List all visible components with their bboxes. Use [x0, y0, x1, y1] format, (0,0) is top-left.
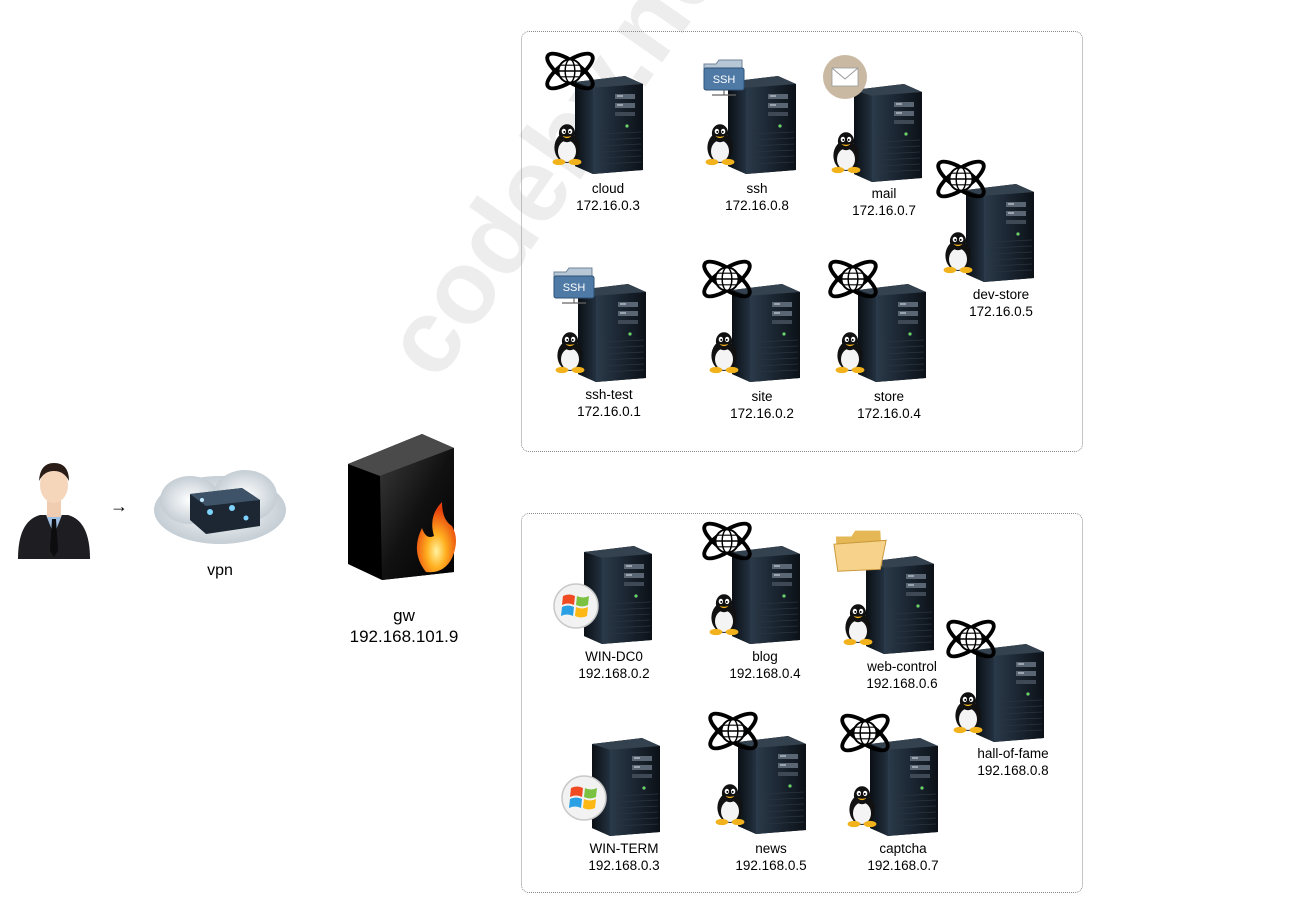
linux-icon — [840, 602, 876, 646]
web-icon — [932, 154, 990, 204]
user-avatar — [14, 455, 94, 559]
web-icon — [698, 516, 756, 566]
server-name: ssh — [746, 181, 768, 196]
server-name: captcha — [879, 841, 927, 856]
server-blog — [700, 538, 810, 648]
linux-icon — [706, 330, 742, 374]
server-news — [706, 728, 816, 838]
network-zone-192 — [521, 513, 1083, 893]
server-web-control — [834, 548, 944, 658]
server-name: ssh-test — [585, 387, 633, 402]
server-label: news 192.168.0.5 — [735, 840, 806, 874]
server-ip: 172.16.0.3 — [576, 198, 640, 213]
folder-icon — [832, 526, 890, 574]
server-label: blog 192.168.0.4 — [729, 648, 800, 682]
server-name: blog — [752, 649, 778, 664]
server-name: hall-of-fame — [977, 746, 1049, 761]
linux-icon — [950, 690, 986, 734]
server-ip: 172.16.0.4 — [857, 406, 921, 421]
server-captcha — [838, 730, 948, 840]
server-WIN-DC0 — [552, 538, 662, 648]
web-icon — [942, 614, 1000, 664]
firewall-icon — [348, 434, 456, 580]
server-cloud — [543, 68, 653, 178]
server-name: store — [873, 389, 904, 404]
server-ssh: SSH — [696, 68, 806, 178]
ssh-icon: SSH — [552, 266, 596, 304]
vpn-cloud-icon — [154, 470, 286, 544]
web-icon — [698, 254, 756, 304]
server-name: web-control — [867, 659, 937, 674]
server-name: WIN-DC0 — [585, 649, 643, 664]
server-WIN-TERM — [560, 730, 670, 840]
server-label: dev-store 172.16.0.5 — [969, 286, 1033, 320]
web-icon — [541, 46, 599, 96]
businessman-icon — [18, 463, 90, 559]
server-ip: 192.168.0.3 — [588, 858, 660, 873]
server-ip: 172.16.0.1 — [577, 404, 641, 419]
server-label: store 172.16.0.4 — [857, 388, 921, 422]
server-ip: 172.16.0.2 — [730, 406, 794, 421]
gw-ip: 192.168.101.9 — [349, 627, 459, 646]
server-ip: 172.16.0.7 — [852, 203, 916, 218]
linux-icon — [712, 782, 748, 826]
server-label: ssh-test 172.16.0.1 — [577, 386, 641, 420]
server-hall-of-fame — [944, 636, 1054, 746]
server-ip: 192.168.0.2 — [578, 666, 650, 681]
ssh-badge-text: SSH — [563, 282, 586, 294]
ssh-icon: SSH — [702, 58, 746, 96]
server-ip: 192.168.0.4 — [729, 666, 801, 681]
linux-icon — [828, 130, 864, 174]
server-ssh-test: SSH — [546, 276, 656, 386]
server-name: news — [755, 841, 787, 856]
web-icon — [704, 706, 762, 756]
server-label: ssh 172.16.0.8 — [725, 180, 789, 214]
server-ip: 192.168.0.7 — [867, 858, 939, 873]
server-name: dev-store — [972, 287, 1030, 302]
server-label: cloud 172.16.0.3 — [576, 180, 640, 214]
gw-name: gw — [393, 606, 415, 625]
web-icon — [836, 708, 894, 758]
server-dev-store — [934, 176, 1044, 286]
server-ip: 192.168.0.5 — [735, 858, 807, 873]
gw-label: gw 192.168.101.9 — [350, 605, 459, 647]
linux-icon — [844, 784, 880, 828]
network-zone-172 — [521, 31, 1083, 452]
vpn-label: vpn — [207, 562, 233, 579]
windows-icon — [560, 774, 608, 822]
server-store — [826, 276, 936, 386]
gw-node — [346, 432, 462, 582]
server-name: WIN-TERM — [589, 841, 659, 856]
server-label: site 172.16.0.2 — [730, 388, 794, 422]
server-label: mail 172.16.0.7 — [852, 185, 916, 219]
arrow-user-to-vpn: → — [110, 496, 128, 516]
server-ip: 172.16.0.5 — [969, 304, 1033, 319]
web-icon — [824, 254, 882, 304]
linux-icon — [549, 122, 585, 166]
linux-icon — [702, 122, 738, 166]
server-label: WIN-DC0 192.168.0.2 — [578, 648, 649, 682]
server-label: hall-of-fame 192.168.0.8 — [977, 745, 1048, 779]
server-site — [700, 276, 810, 386]
ssh-badge-text: SSH — [713, 74, 736, 86]
linux-icon — [706, 592, 742, 636]
server-name: cloud — [591, 181, 625, 196]
server-ip: 192.168.0.8 — [977, 763, 1049, 778]
linux-icon — [832, 330, 868, 374]
server-mail — [822, 76, 932, 186]
server-label: WIN-TERM 192.168.0.3 — [588, 840, 659, 874]
server-ip: 172.16.0.8 — [725, 198, 789, 213]
windows-icon — [552, 582, 600, 630]
server-name: site — [751, 389, 773, 404]
server-label: web-control 192.168.0.6 — [866, 658, 937, 692]
server-label: captcha 192.168.0.7 — [867, 840, 938, 874]
vpn-node — [150, 460, 290, 556]
linux-icon — [940, 230, 976, 274]
mail-icon — [820, 54, 870, 100]
linux-icon — [552, 330, 588, 374]
server-ip: 192.168.0.6 — [866, 676, 938, 691]
server-name: mail — [871, 186, 897, 201]
